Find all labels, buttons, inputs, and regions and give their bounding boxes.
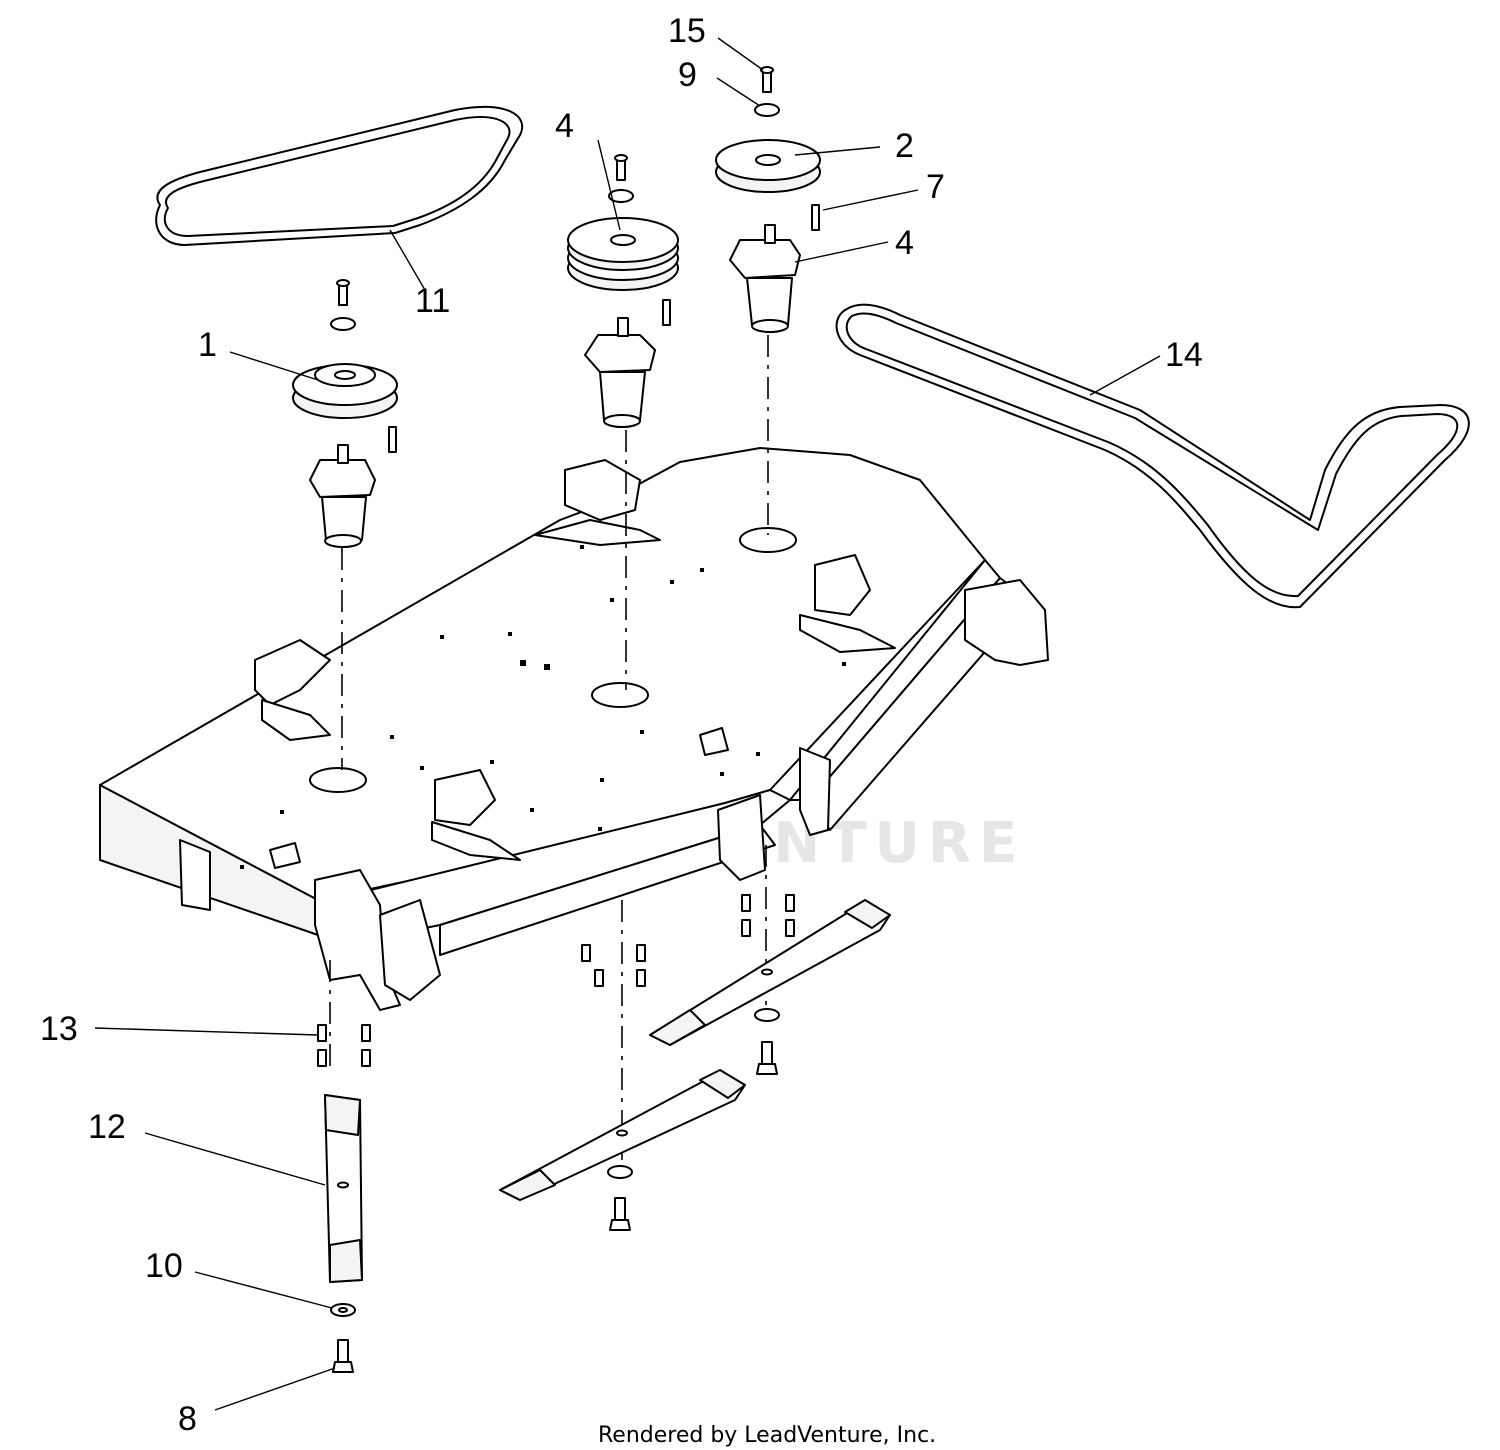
- callout-9: 9: [678, 56, 697, 94]
- leader-lines: [94, 37, 1161, 1411]
- belt-11: [155, 105, 524, 246]
- mower-deck: [99, 447, 1049, 1011]
- callout-15: 15: [668, 12, 706, 50]
- callout-12: 12: [88, 1108, 126, 1146]
- belt-14: [835, 303, 1470, 609]
- callout-8: 8: [178, 1400, 197, 1438]
- callout-3: 4: [895, 224, 914, 262]
- blade-12: [324, 1094, 363, 1283]
- callout-11: 11: [415, 282, 450, 320]
- bolts: [317, 894, 795, 1067]
- pulley-assembly-2: [715, 66, 821, 333]
- callout-10: 10: [145, 1247, 183, 1285]
- pulley-assembly-1: [292, 279, 398, 548]
- callout-14: 14: [1165, 336, 1203, 374]
- callout-13: 13: [40, 1010, 78, 1048]
- footer-credit: Rendered by LeadVenture, Inc.: [598, 1423, 936, 1448]
- blade-hardware: [330, 1008, 780, 1373]
- callout-4: 4: [555, 107, 574, 145]
- pulley-assembly-4: [567, 154, 679, 428]
- callouts: 15 9 2 7 4 4 11 1 14 13 12 10 8: [40, 12, 1203, 1438]
- callout-1: 1: [198, 326, 217, 364]
- blade-right: [649, 899, 891, 1046]
- callout-7: 7: [926, 168, 945, 206]
- deck-holes: [240, 545, 846, 869]
- blade-center: [499, 1069, 746, 1201]
- callout-2: 2: [895, 127, 914, 165]
